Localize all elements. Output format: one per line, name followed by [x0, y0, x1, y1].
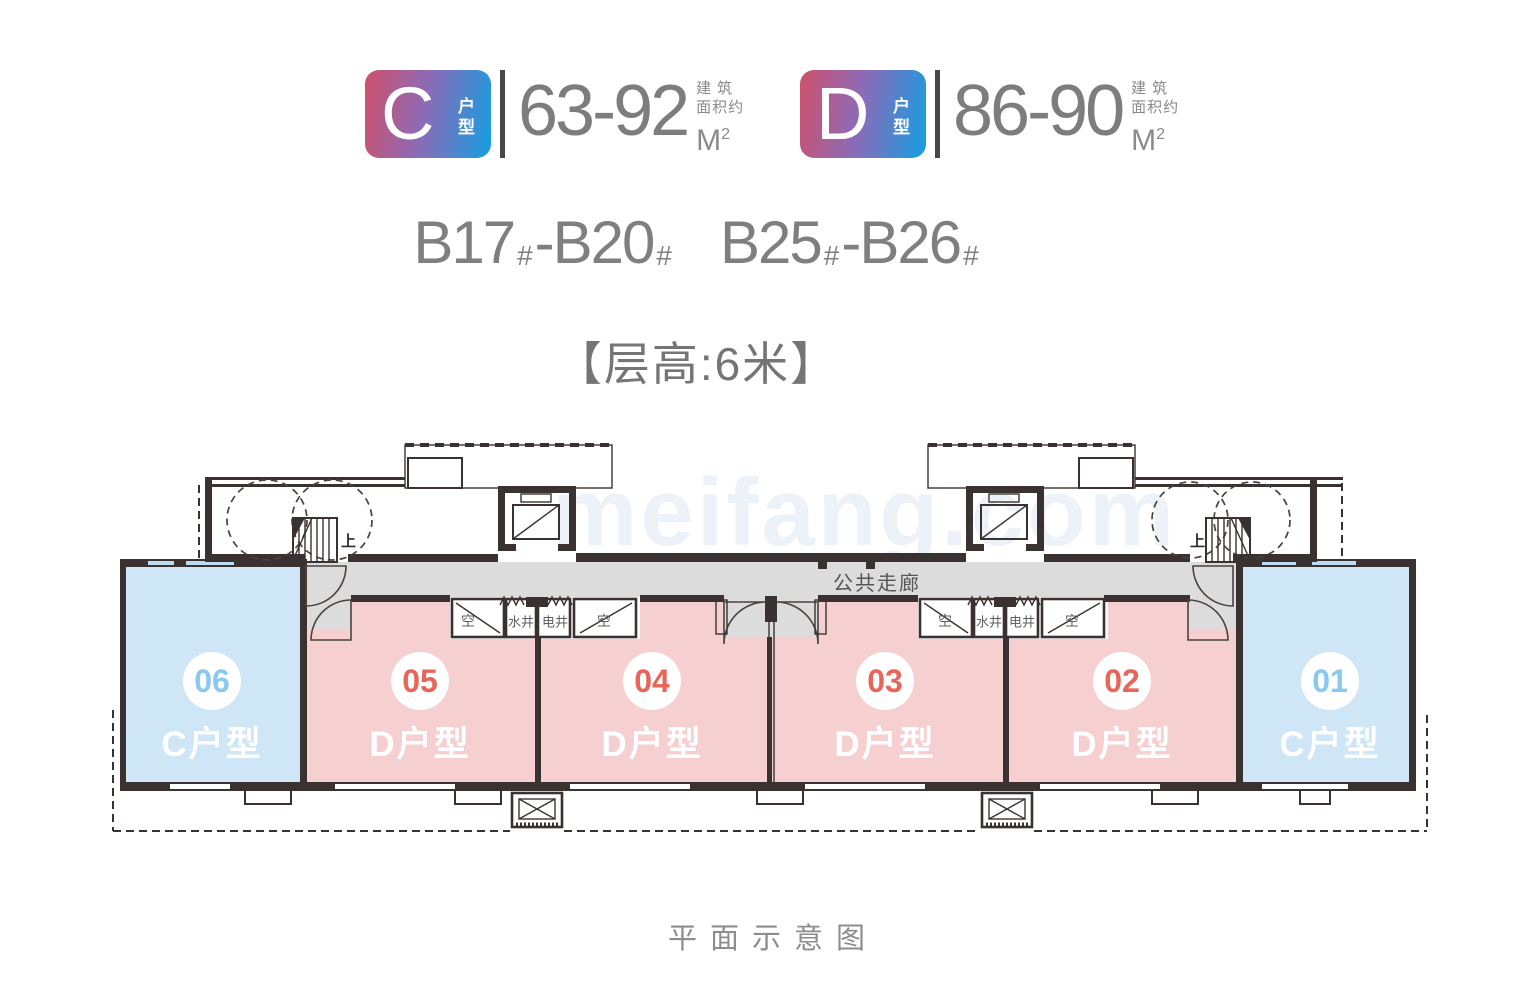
type-label-char-bottom: 型	[893, 118, 910, 137]
building-b25: B25	[720, 209, 823, 276]
unit-m: M	[1131, 124, 1157, 157]
label-air-shaft: 空	[938, 613, 952, 629]
unit-number-03: 03	[856, 652, 914, 710]
unit-number-04: 04	[623, 652, 681, 710]
type-badge-c: C 户 型	[365, 70, 491, 158]
dashed-outline	[112, 483, 1428, 832]
shaft-box-left	[510, 791, 564, 829]
corridor-label: 公共走廊	[833, 573, 921, 595]
area-note: 建筑 面积约 M2	[1131, 70, 1179, 157]
unit-type-03: D户型	[834, 725, 936, 764]
area-note-line1: 建筑	[1131, 80, 1174, 97]
type-label-char-top: 户	[458, 97, 475, 116]
area-note-line2: 面积约	[696, 99, 745, 116]
hash-sign: #	[656, 240, 672, 271]
overhang-right	[927, 443, 1136, 489]
corridor	[307, 562, 1236, 638]
building-numbers: B17 # - B20 # B25 # - B26 #	[413, 212, 980, 274]
overhang-left	[404, 443, 613, 489]
type-card-c: C 户 型 63-92 建筑 面积约 M2	[365, 70, 744, 158]
dash: -	[841, 209, 861, 276]
label-air-shaft: 空	[597, 613, 611, 629]
unit-type-02: D户型	[1071, 725, 1173, 764]
stairs-up-label: 上	[341, 533, 357, 550]
type-label-vertical: 户 型	[458, 96, 475, 138]
area-unit: M2	[696, 119, 744, 157]
unit-type-04: D户型	[601, 725, 703, 764]
area-range: 86-90	[953, 71, 1125, 151]
unit-m: M	[696, 124, 722, 157]
unit-number-05: 05	[391, 652, 449, 710]
hash-sign: #	[517, 240, 533, 271]
area-note-line1: 建筑	[696, 80, 739, 97]
unit-type-01: C户型	[1279, 725, 1381, 764]
vertical-divider	[935, 70, 940, 158]
vertical-divider	[500, 70, 505, 158]
bottom-steps	[244, 791, 1331, 805]
doors	[305, 565, 1234, 782]
building-b17: B17	[413, 209, 516, 276]
floor-height-note: 【层高:6米】	[555, 338, 839, 390]
label-air-shaft: 空	[1065, 613, 1079, 629]
elevator-right	[966, 486, 1044, 551]
stairwell-right	[1151, 481, 1291, 563]
type-label-vertical: 户 型	[893, 96, 910, 138]
unit-sup: 2	[1156, 126, 1166, 143]
unit-number-02: 02	[1093, 652, 1151, 710]
label-air-shaft: 空	[461, 613, 475, 629]
area-note-line2: 面积约	[1131, 99, 1180, 116]
type-badge-d: D 户 型	[800, 70, 926, 158]
type-letter: D	[816, 72, 870, 155]
stairs-up-label: 上	[1190, 533, 1206, 550]
unit-sup: 2	[721, 126, 731, 143]
area-range: 63-92	[518, 71, 690, 151]
shaft-box-right	[980, 791, 1034, 829]
unit-type-05: D户型	[369, 725, 471, 764]
unit-number-01: 01	[1301, 652, 1359, 710]
unit-type-06: C户型	[161, 725, 263, 764]
building-b26: B26	[859, 209, 962, 276]
type-label-char-top: 户	[893, 97, 910, 116]
label-water-shaft: 水井	[507, 614, 535, 630]
watermark: meifang.com	[552, 459, 1177, 566]
area-unit: M2	[1131, 119, 1179, 157]
hash-sign: #	[823, 240, 840, 271]
area-note: 建筑 面积约 M2	[696, 70, 744, 157]
building-b20: B20	[552, 209, 656, 276]
elevator-left	[498, 486, 576, 551]
label-water-shaft: 水井	[975, 614, 1003, 630]
type-card-d: D 户 型 86-90 建筑 面积约 M2	[800, 70, 1179, 158]
unit-number-06: 06	[183, 652, 241, 710]
label-power-shaft: 电井	[541, 614, 569, 630]
type-letter: C	[381, 72, 435, 155]
hash-sign: #	[963, 240, 979, 271]
utility-closets	[450, 595, 1108, 639]
type-label-char-bottom: 型	[458, 118, 475, 137]
label-power-shaft: 电井	[1008, 614, 1036, 630]
plan-caption: 平面示意图	[667, 923, 879, 955]
stairwell-left	[226, 479, 373, 563]
dash: -	[534, 209, 555, 276]
